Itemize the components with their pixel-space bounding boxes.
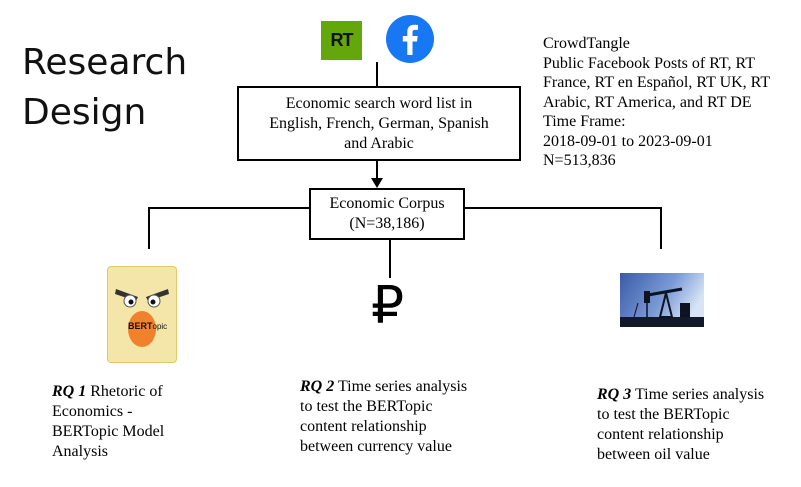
arrow-head-icon [371, 178, 383, 188]
rt-logo: RT [321, 21, 362, 60]
rq1-id: RQ 1 [52, 383, 87, 400]
rq1-line-4: Analysis [52, 443, 108, 460]
data-source-line-2: Public Facebook Posts of RT, RT [543, 54, 755, 72]
rq3-line-2: to test the BERTopic [597, 406, 730, 423]
connector-logos-to-search [376, 62, 378, 86]
slide-title: Research Design [22, 38, 187, 138]
connector-search-to-corpus [376, 161, 378, 181]
rq1-line-3: BERTopic Model [52, 423, 165, 440]
search-word-list-box: Economic search word list in English, Fr… [237, 86, 521, 161]
search-box-line-1: Economic search word list in [285, 95, 473, 112]
search-box-line-2: English, French, German, Spanish [269, 115, 489, 132]
rq1-line-2: Economics - [52, 403, 133, 420]
slide-title-line-1: Research [22, 42, 188, 83]
data-source-line-3: France, RT en Español, RT UK, RT [543, 74, 771, 91]
rq2-line-2: to test the BERTopic [300, 398, 433, 415]
data-source-line-5: Time Frame: [543, 113, 626, 130]
rq3-line-3: content relationship [597, 426, 724, 443]
bertopic-mascot-image: BERTopic [107, 266, 177, 363]
bertopic-label-opic: opic [152, 322, 168, 331]
rq2-line-4: between currency value [300, 438, 452, 455]
connector-branch-left [148, 207, 309, 209]
bertopic-face-icon [115, 289, 169, 347]
rq1-text: RQ 1 Rhetoric of Economics - BERTopic Mo… [52, 382, 164, 462]
economic-corpus-box: Economic Corpus (N=38,186) [309, 188, 465, 240]
bertopic-label: BERTopic [128, 321, 167, 331]
rq3-line-4: between oil value [597, 446, 710, 463]
rq2-id: RQ 2 [300, 378, 335, 395]
connector-branch-right [465, 207, 662, 209]
data-source-line-4: Arabic, RT America, and RT DE [543, 93, 752, 111]
slide-title-line-2: Design [22, 92, 147, 133]
oil-pump-image [620, 273, 704, 327]
ruble-symbol: ₽ [371, 276, 405, 336]
rq3-id: RQ 3 [597, 386, 632, 403]
corpus-box-line-2: (N=38,186) [349, 215, 425, 232]
rq3-text: RQ 3 Time series analysis to test the BE… [597, 385, 764, 465]
rq1-line-1: Rhetoric of [90, 383, 163, 400]
facebook-logo-icon [386, 15, 434, 63]
data-source-info: CrowdTangle Public Facebook Posts of RT,… [543, 34, 793, 171]
connector-drop-right [660, 207, 662, 249]
connector-drop-left [148, 207, 150, 249]
corpus-box-line-1: Economic Corpus [329, 195, 445, 212]
rq2-line-3: content relationship [300, 418, 427, 435]
data-source-line-1: CrowdTangle [543, 35, 630, 52]
data-source-line-6: 2018-09-01 to 2023-09-01 [543, 132, 713, 150]
connector-drop-center [389, 240, 391, 278]
rq2-line-1: Time series analysis [337, 378, 468, 395]
rq2-text: RQ 2 Time series analysis to test the BE… [300, 377, 467, 457]
data-source-line-7: N=513,836 [543, 152, 616, 169]
bertopic-label-bert: BERT [128, 321, 153, 331]
search-box-line-3: and Arabic [344, 135, 414, 152]
rq3-line-1: Time series analysis [634, 386, 765, 403]
